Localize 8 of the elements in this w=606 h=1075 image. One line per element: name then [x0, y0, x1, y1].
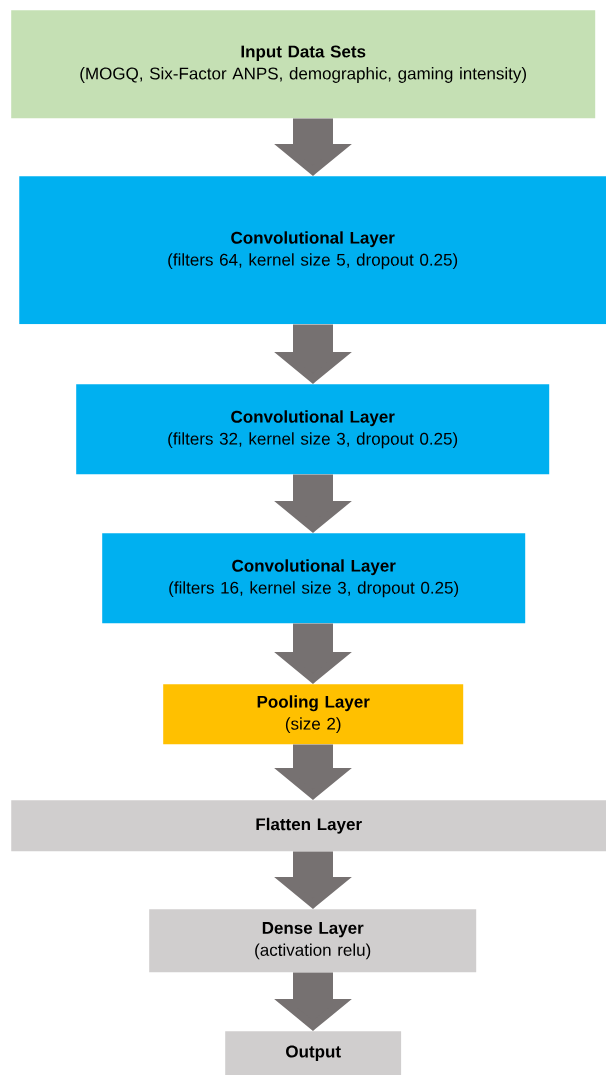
- layer-box: Convolutional Layer (filters 32, kernel size 3, dropout 0.25): [76, 384, 550, 475]
- layer-box: Input Data Sets (MOGQ, Six-Factor ANPS, demographic, gaming intensity): [11, 10, 596, 119]
- layer-box: Convolutional Layer (filters 64, kernel size 5, dropout 0.25): [19, 176, 606, 325]
- layer-box: Flatten Layer: [11, 800, 606, 852]
- layer-box: Convolutional Layer (filters 16, kernel size 3, dropout 0.25): [102, 533, 526, 624]
- layer-box: Pooling Layer (size 2): [163, 684, 464, 745]
- layer-box: Dense Layer (activation relu): [149, 909, 477, 973]
- layer-box: Output: [225, 1031, 402, 1075]
